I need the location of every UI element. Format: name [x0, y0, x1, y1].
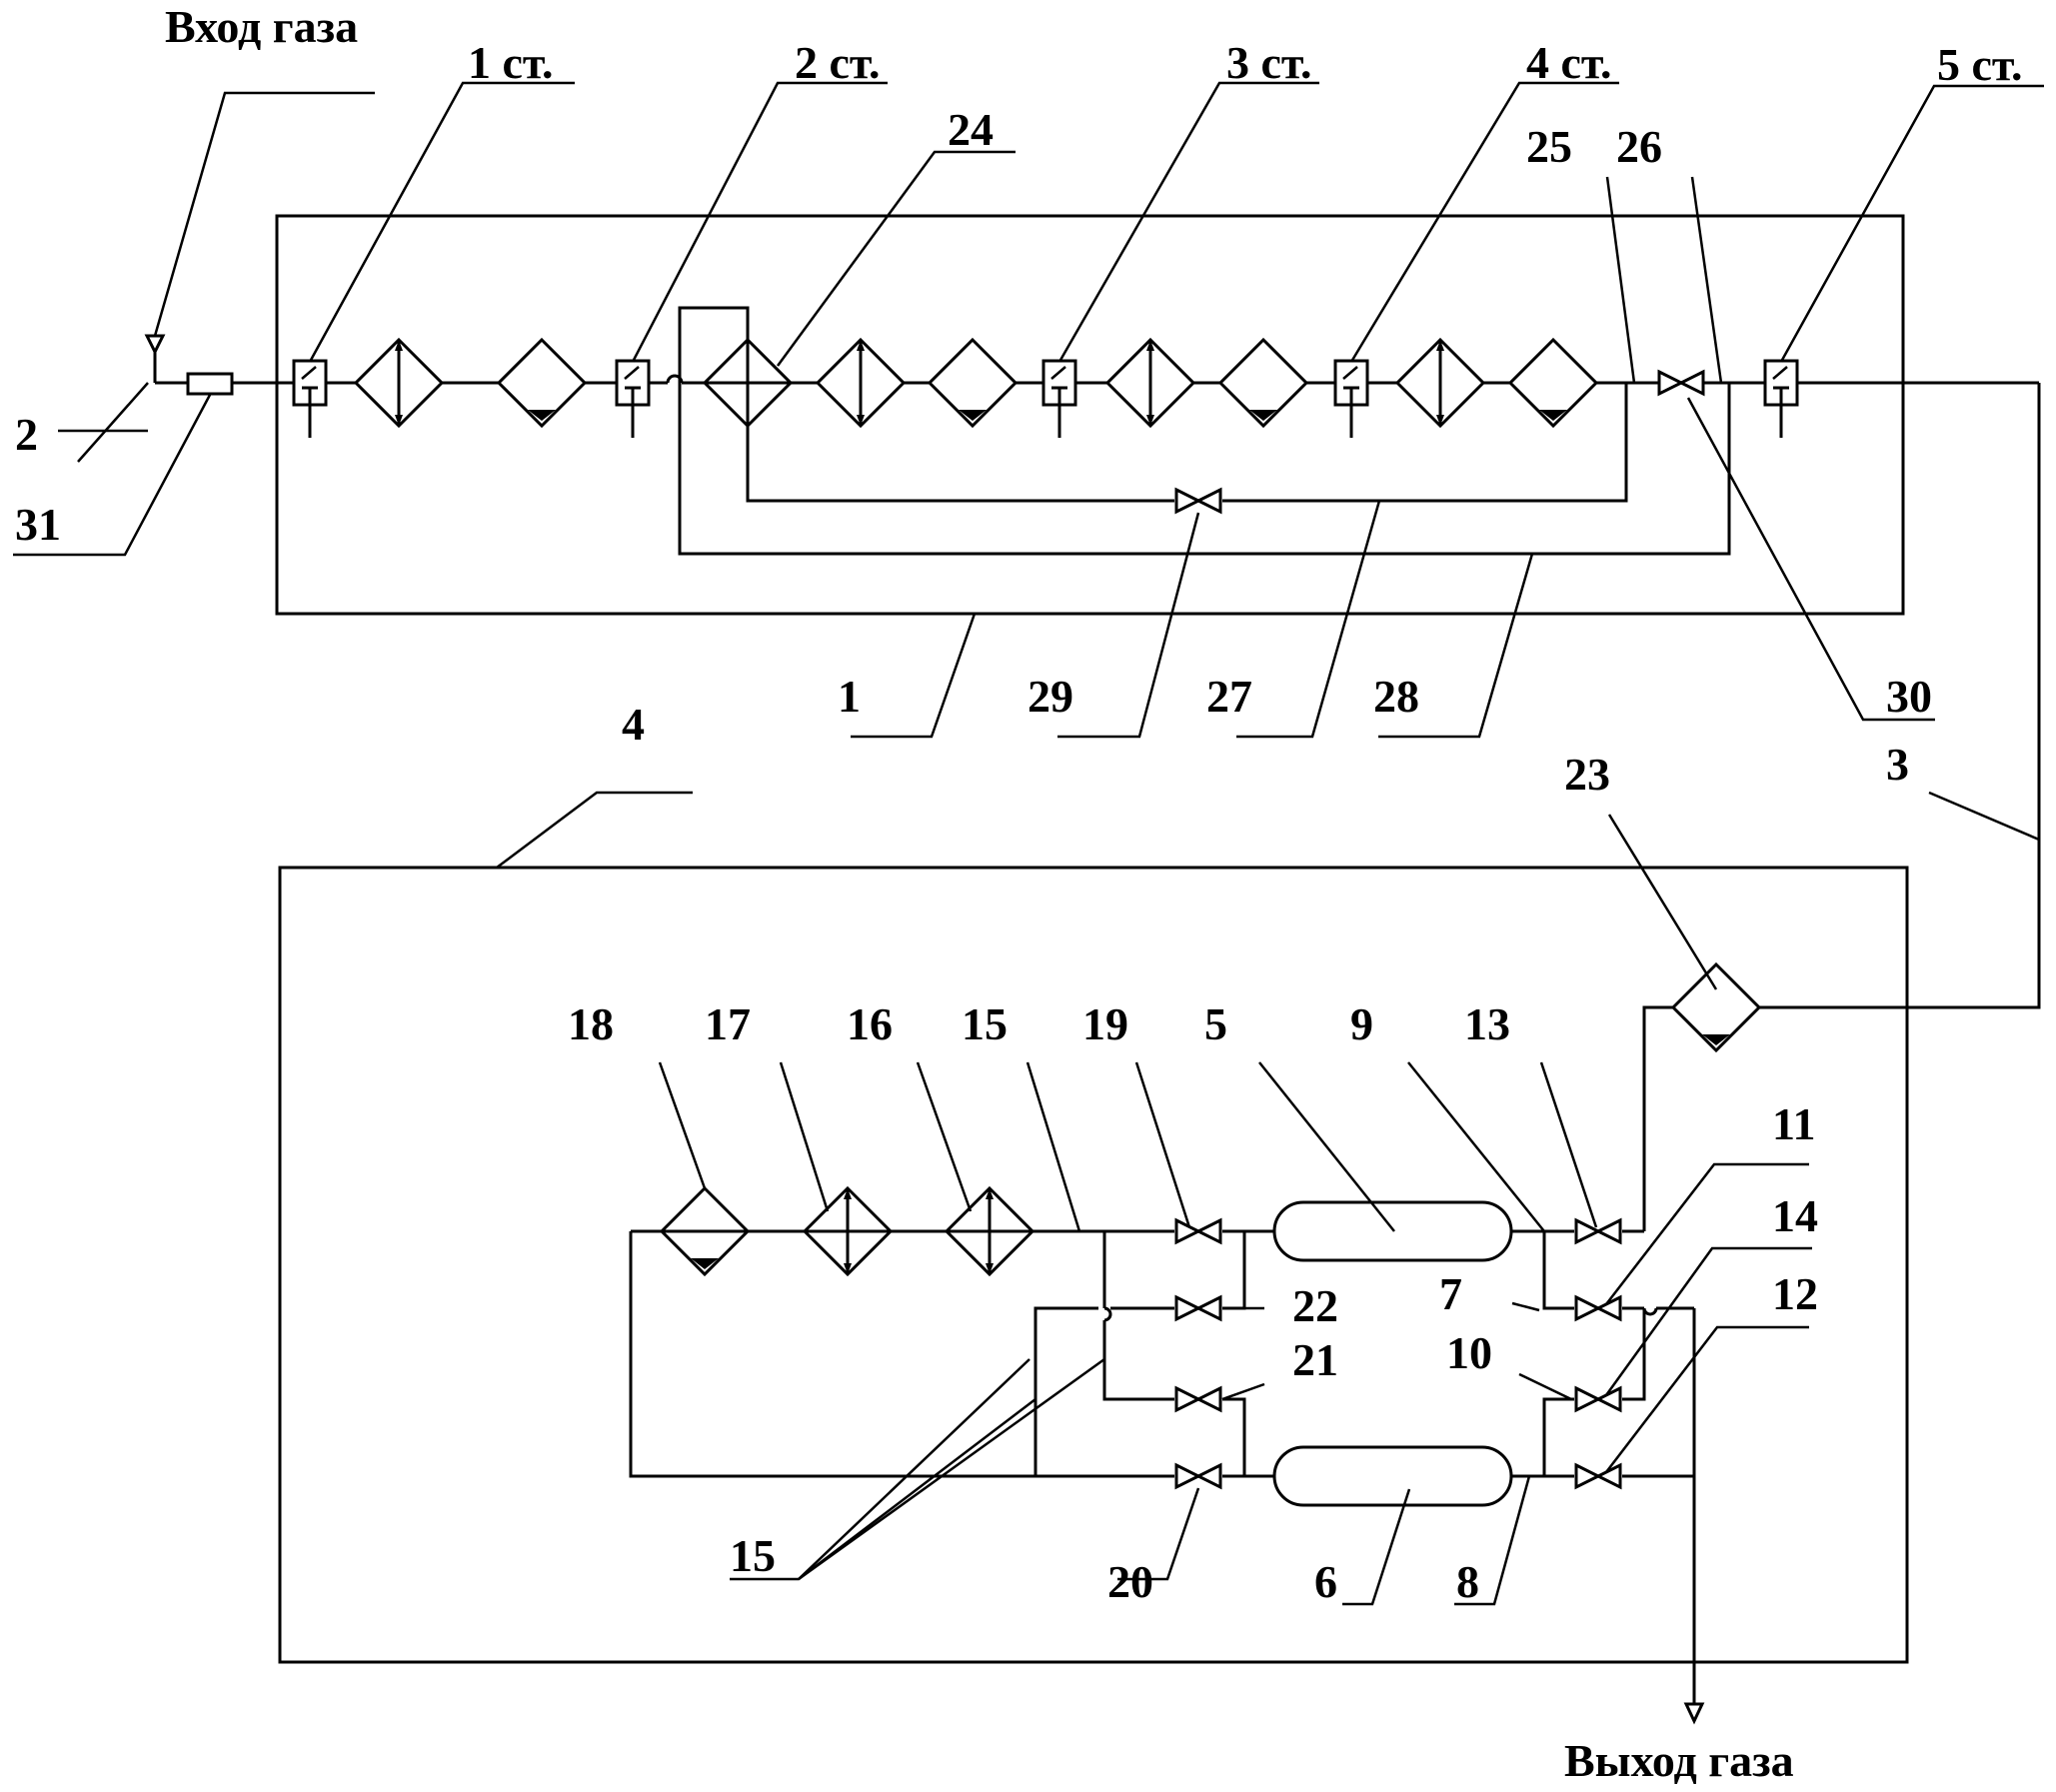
- separator-1: [499, 340, 585, 426]
- stage-2: [617, 361, 649, 438]
- callout-29: 29: [1028, 671, 1073, 722]
- vessel-6: [1274, 1447, 1511, 1505]
- callout-12: 12: [1772, 1268, 1818, 1319]
- callout-18: 18: [568, 998, 614, 1049]
- callout-14: 14: [1772, 1190, 1818, 1241]
- stage-label-2: 2 ст.: [795, 37, 881, 88]
- inlet-label: Вход газа: [165, 1, 358, 52]
- stage-5: [1765, 361, 1797, 438]
- valve-30: [1659, 372, 1703, 394]
- callout-3: 3: [1886, 739, 1909, 790]
- stage-label-3: 3 ст.: [1226, 37, 1312, 88]
- storage-block: [280, 868, 1907, 1721]
- callout-16: 16: [847, 998, 893, 1049]
- callout-7: 7: [1439, 1268, 1462, 1319]
- callout-28: 28: [1373, 671, 1419, 722]
- callout-23: 23: [1564, 749, 1610, 800]
- separator-3: [1220, 340, 1306, 426]
- valve-11: [1576, 1297, 1620, 1319]
- callout-6: 6: [1314, 1556, 1337, 1607]
- cooler-3: [1107, 340, 1193, 426]
- cooler-24: [705, 340, 791, 426]
- callout-19: 19: [1082, 998, 1128, 1049]
- callout-1: 1: [838, 671, 861, 722]
- stage-label-1: 1 ст.: [468, 37, 554, 88]
- separator-2: [930, 340, 1016, 426]
- stage-4: [1335, 361, 1367, 438]
- inlet-arrow-icon: [147, 336, 163, 352]
- callout-4: 4: [622, 699, 645, 750]
- callout-22: 22: [1292, 1280, 1338, 1331]
- callout-17: 17: [705, 998, 751, 1049]
- valve-12: [1576, 1465, 1620, 1487]
- labels: Вход газа Выход газа 1 ст. 2 ст. 3 ст. 4…: [15, 1, 2023, 1786]
- callout-15-top: 15: [962, 998, 1008, 1049]
- separator-23: [1673, 964, 1759, 1050]
- callout-31: 31: [15, 499, 61, 550]
- storage-frame: [280, 868, 1907, 1662]
- valve-22: [1176, 1297, 1220, 1319]
- callout-10: 10: [1446, 1327, 1492, 1378]
- callout-20: 20: [1107, 1556, 1153, 1607]
- cooler-2: [818, 340, 904, 426]
- callout-21: 21: [1292, 1334, 1338, 1385]
- callout-25: 25: [1526, 121, 1572, 172]
- leader-lines: [13, 83, 2044, 1604]
- line-27: [748, 426, 1174, 501]
- outlet-label: Выход газа: [1564, 1735, 1794, 1786]
- compressor-block: [147, 216, 2039, 1007]
- inlet-filter: [188, 374, 232, 394]
- stage-3: [1043, 361, 1075, 438]
- valve-19: [1176, 1220, 1220, 1242]
- callout-30: 30: [1886, 671, 1932, 722]
- valve-14: [1576, 1388, 1620, 1410]
- separator-4: [1510, 340, 1596, 426]
- callout-27: 27: [1206, 671, 1252, 722]
- stage-label-4: 4 ст.: [1526, 37, 1612, 88]
- stage-1: [294, 361, 326, 438]
- callout-15-bottom: 15: [730, 1530, 776, 1581]
- callout-9: 9: [1350, 998, 1373, 1049]
- valve-21: [1176, 1388, 1220, 1410]
- callout-26: 26: [1616, 121, 1662, 172]
- stage-label-5: 5 ст.: [1937, 39, 2023, 90]
- cooler-4: [1397, 340, 1483, 426]
- valve-20: [1176, 1465, 1220, 1487]
- callout-24: 24: [948, 104, 994, 155]
- callout-11: 11: [1772, 1098, 1815, 1149]
- cooler-1: [356, 340, 442, 426]
- callout-13: 13: [1464, 998, 1510, 1049]
- valve-13: [1576, 1220, 1620, 1242]
- valve-29: [1176, 490, 1220, 512]
- callout-5: 5: [1204, 998, 1227, 1049]
- outlet-arrow-icon: [1686, 1704, 1702, 1721]
- callout-2: 2: [15, 409, 38, 460]
- callout-8: 8: [1456, 1556, 1479, 1607]
